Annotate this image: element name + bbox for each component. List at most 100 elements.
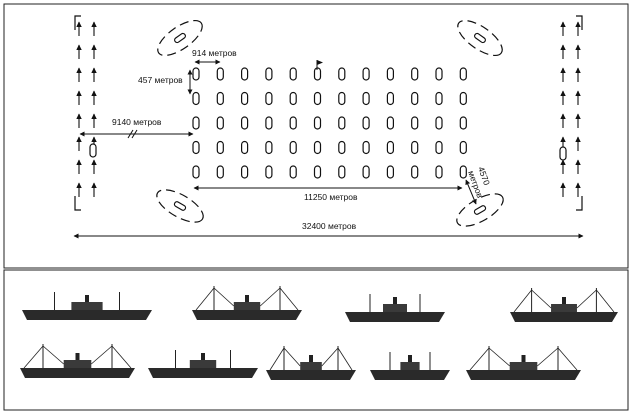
ship-silhouette [192, 286, 302, 320]
ship-funnel [85, 295, 89, 302]
convoy-ship [386, 91, 394, 106]
screen-bracket-top [74, 15, 81, 30]
convoy-width-label: 11250 метров [304, 192, 358, 202]
convoy-ship [192, 116, 200, 130]
convoy-ship [313, 165, 322, 179]
flag-icon [316, 60, 323, 70]
convoy-ship [192, 67, 200, 81]
ship-silhouette [148, 350, 258, 378]
convoy-ship [338, 140, 346, 155]
ship-rigging [537, 347, 559, 367]
ship-silhouette [510, 288, 618, 322]
convoy-ship [435, 91, 443, 106]
ship-rigging [195, 287, 215, 311]
convoy-ship [338, 116, 346, 130]
convoy-ship [265, 116, 273, 130]
escort-distance-label: 9140 метров [112, 117, 162, 127]
ship-funnel [201, 353, 205, 360]
convoy-ship [216, 165, 224, 179]
convoy-ship [289, 67, 297, 81]
convoy-ship [192, 140, 200, 155]
ship-funnel [75, 353, 80, 360]
convoy-ship [411, 140, 419, 155]
convoy-ship [289, 91, 297, 106]
ship-hull [370, 370, 450, 380]
convoy-ship [241, 91, 249, 106]
patrol-escort [156, 189, 204, 223]
ship-superstructure [400, 362, 420, 370]
patrol-ship [173, 201, 187, 211]
convoy-ship [362, 91, 370, 106]
escort-distance-dimension: 9140 метров [79, 117, 194, 139]
convoy-ship [338, 67, 346, 81]
convoy-ship [338, 165, 346, 179]
convoy-ship [216, 91, 224, 106]
ship-rigging [42, 345, 64, 365]
silhouettes-frame [3, 269, 629, 411]
ship-rigging [213, 287, 235, 307]
patrol-path [156, 189, 204, 223]
convoy-ship [435, 140, 443, 155]
side-escort-left [89, 143, 97, 158]
ship-rigging [557, 347, 578, 371]
ship-funnel [393, 297, 397, 304]
ship-hull [510, 312, 618, 322]
convoy-ship [313, 91, 322, 106]
convoy-ship [435, 67, 443, 81]
spacing-column-label: 457 метров [138, 75, 183, 85]
convoy-ship [216, 67, 224, 81]
ship-rigging [23, 345, 44, 369]
convoy-ship [289, 165, 297, 179]
left-escort-screen [74, 15, 97, 211]
ship-silhouettes [20, 286, 618, 380]
ship-rigging [531, 289, 552, 309]
diagram-frame [3, 3, 629, 269]
ship-rigging [283, 347, 301, 367]
convoy-ship [192, 165, 200, 179]
ship-rigging [337, 347, 353, 371]
ship-silhouette [20, 344, 135, 378]
convoy-ship [313, 140, 322, 155]
ship-superstructure [300, 362, 322, 370]
ship-funnel [245, 295, 249, 302]
patrol-path [457, 19, 503, 57]
screen-bracket-top [576, 15, 583, 30]
side-escort-right [559, 146, 567, 161]
ship-silhouette [345, 294, 445, 322]
ship-funnel [408, 355, 412, 362]
convoy-ship [459, 140, 467, 155]
ship-rigging [576, 289, 597, 309]
convoy-ship [411, 91, 419, 106]
screen-bracket-bottom [576, 196, 583, 211]
convoy-ship [241, 140, 249, 155]
ship-hull [148, 368, 258, 378]
ship-silhouette [22, 292, 152, 320]
ship-silhouette [266, 346, 356, 380]
convoy-ship [289, 140, 297, 155]
convoy-ship [362, 67, 370, 81]
ship-silhouette [466, 346, 581, 380]
ship-funnel [521, 355, 526, 362]
convoy-ship [265, 140, 273, 155]
ship-rigging [596, 289, 615, 313]
ship-superstructure [71, 302, 103, 310]
ship-rigging [469, 347, 490, 371]
convoy-ship [241, 67, 249, 81]
convoy-ship [386, 116, 394, 130]
convoy-ship [216, 116, 224, 130]
ship-rigging [269, 347, 285, 371]
patrol-path [157, 19, 203, 57]
ship-hull [345, 312, 445, 322]
ship-rigging [279, 287, 299, 311]
total-width-dimension: 32400 метров [73, 221, 584, 239]
convoy-ship [459, 91, 467, 106]
convoy-ship [265, 67, 273, 81]
convoy-ship [265, 165, 273, 179]
convoy-ship [192, 91, 200, 106]
convoy-ship [265, 91, 273, 106]
rear-distance-dimension: 4570 метров [465, 165, 492, 205]
convoy-ship [338, 91, 346, 106]
ship-rigging [488, 347, 510, 367]
convoy-ship [459, 67, 467, 81]
